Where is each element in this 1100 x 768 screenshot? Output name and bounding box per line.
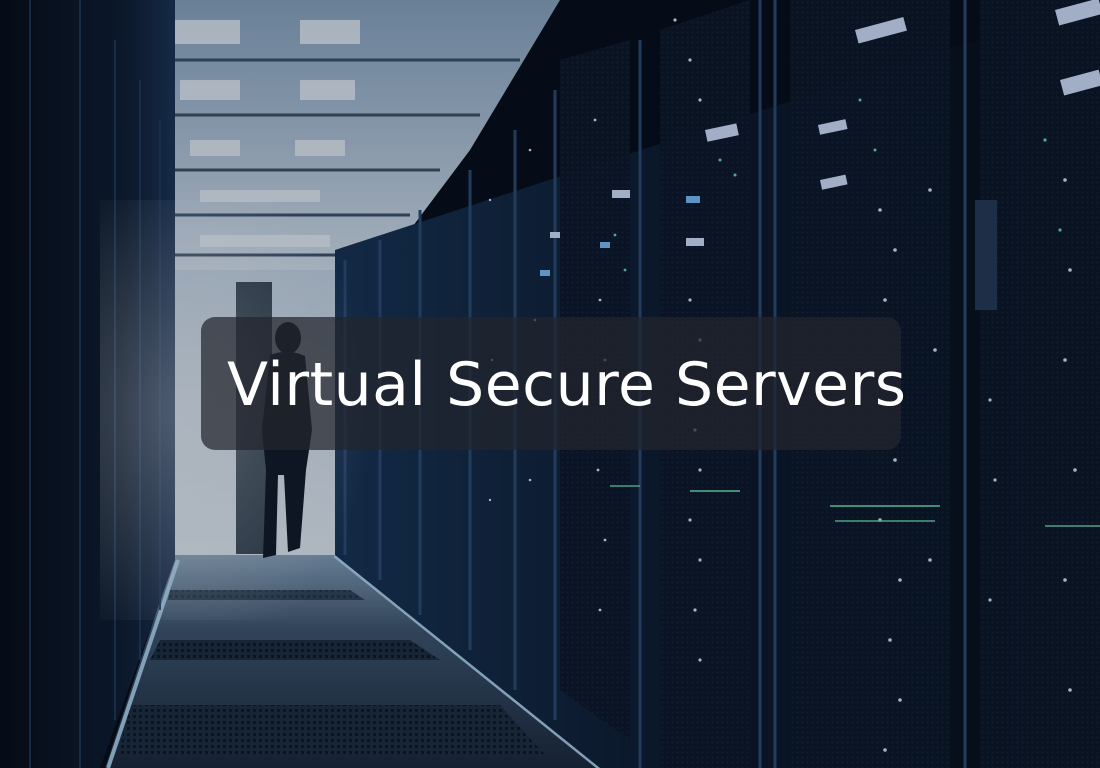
hero-title: Virtual Secure Servers: [227, 350, 907, 420]
title-panel: [201, 317, 901, 450]
